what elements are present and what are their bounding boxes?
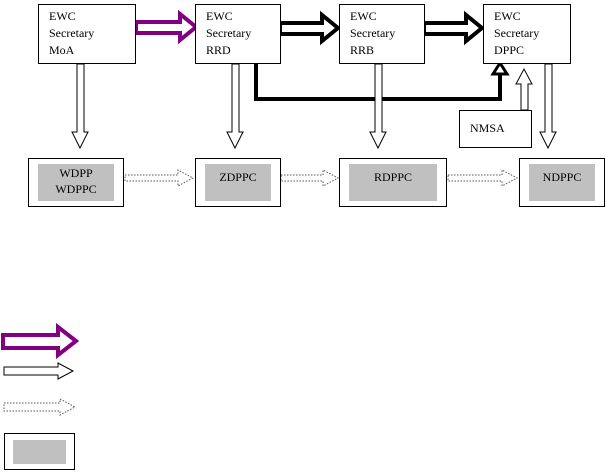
committee-ndppc-fill: NDPPC: [529, 164, 595, 201]
secretary-moa-line: Secretary: [49, 26, 95, 40]
committee-ndppc-label: NDPPC: [542, 170, 582, 184]
committee-zdppc-label: ZDPPC: [219, 170, 257, 184]
rrd-dppc-arrowhead: [490, 60, 510, 76]
secretary-rrb-box: EWC Secretary RRB: [339, 4, 425, 64]
committee-rdppc-box: RDPPC: [339, 158, 447, 207]
nmsa-label: NMSA: [470, 121, 505, 135]
secretary-rrb-line: Secretary: [350, 26, 396, 40]
committee-wdppc-box: WDPP WDPPC C: [28, 158, 124, 207]
legend-hollow-arrow: [3, 362, 75, 380]
secretary-rrd-line: EWC: [206, 9, 233, 23]
black-arrow-rrd-rrb: [278, 10, 342, 46]
secretary-moa-line: MoA: [49, 43, 75, 57]
secretary-dppc-line: EWC: [494, 9, 521, 23]
down-arrow-dppc: [539, 63, 557, 150]
secretary-rrb-line: EWC: [350, 9, 377, 23]
purple-arrow-moa-rrd: [134, 9, 200, 45]
secretary-dppc-line: Secretary: [494, 26, 540, 40]
dotted-arrow-zdppc-rdppc: [280, 169, 340, 187]
dotted-arrow-wdppc-zdppc: [124, 169, 195, 187]
committee-rdppc-label: RDPPC: [373, 170, 413, 184]
committee-wdppc-line: WDPPC: [55, 182, 97, 196]
nmsa-up-arrow: [515, 67, 533, 111]
committee-rdppc-fill: RDPPC: [349, 164, 437, 201]
down-arrow-rrd: [226, 63, 244, 150]
committee-ndppc-box: NDPPC: [519, 158, 605, 207]
legend-purple-arrow: [1, 322, 80, 360]
secretary-rrd-line: RRD: [206, 43, 231, 57]
committee-zdppc-fill: ZDPPC: [205, 164, 271, 201]
secretary-moa-box: EWC Secretary MoA: [38, 4, 136, 64]
committee-wdppc-line: C: [38, 197, 114, 201]
dotted-arrow-rdppc-ndppc: [447, 169, 519, 187]
down-arrow-rrb: [369, 63, 387, 150]
secretary-rrb-line: RRB: [350, 43, 375, 57]
secretary-moa-line: EWC: [49, 9, 76, 23]
black-arrow-rrb-dppc: [422, 10, 486, 46]
secretary-rrd-line: Secretary: [206, 26, 252, 40]
down-arrow-moa: [71, 63, 89, 150]
committee-wdppc-line: WDPP: [59, 166, 93, 180]
legend-committee-fill: [13, 440, 66, 464]
legend-dotted-arrow: [3, 398, 77, 416]
committee-wdppc-fill: WDPP WDPPC C: [38, 164, 114, 201]
nmsa-box: NMSA: [459, 110, 532, 148]
secretary-dppc-line: DPPC: [494, 43, 525, 57]
secretary-rrd-box: EWC Secretary RRD: [195, 4, 281, 64]
committee-zdppc-box: ZDPPC: [195, 158, 281, 207]
secretary-dppc-box: EWC Secretary DPPC: [483, 4, 571, 64]
